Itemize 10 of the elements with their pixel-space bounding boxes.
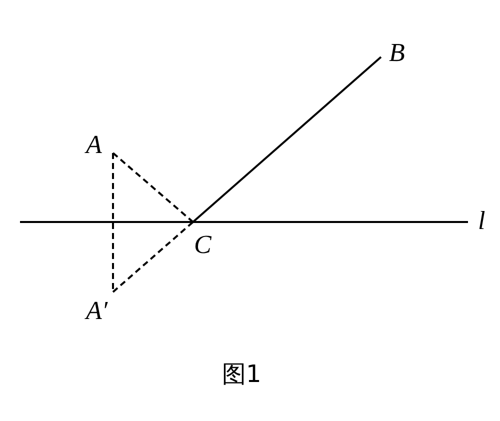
figure-caption: 图1 [222,362,262,386]
point-label: C [194,232,212,258]
line-label: l [478,208,486,234]
dashed-line [112,153,114,292]
point-label: A′ [86,298,108,324]
point-label: B [389,40,405,66]
dashed-line [112,221,194,293]
point-label: A [86,132,102,158]
dashed-line [112,152,194,223]
line-segment [192,56,382,223]
